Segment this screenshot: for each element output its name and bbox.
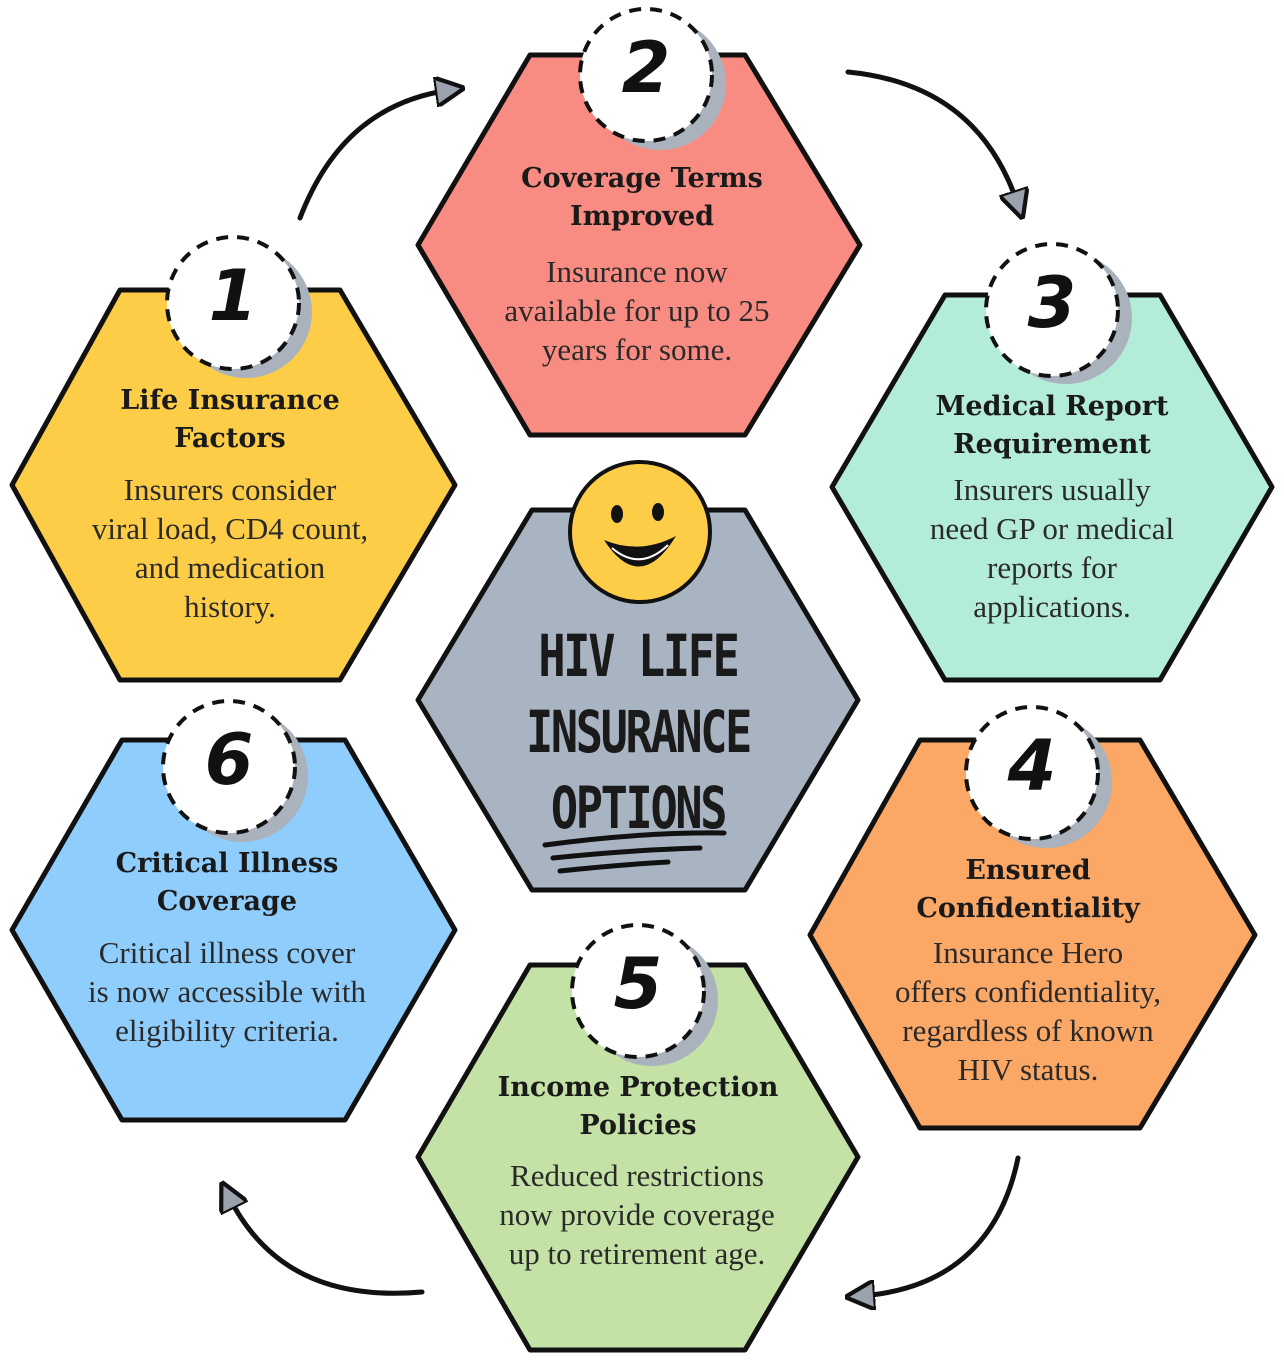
step-1-title-line-2: Factors <box>174 423 286 454</box>
step-6-title: Critical Illness Coverage <box>67 845 387 921</box>
step-2-desc-line-3: years for some. <box>541 332 733 367</box>
step-6-title-line-2: Coverage <box>156 886 298 917</box>
arrow-1-to-2 <box>297 90 450 221</box>
center-title: HIV LIFE INSURANCE OPTIONS <box>521 618 755 846</box>
step-4-desc-line-1: Insurance Hero <box>932 935 1124 970</box>
step-4-title: Ensured Confidentiality <box>868 852 1188 928</box>
number-badge-2 <box>578 7 726 150</box>
step-4-desc-line-2: offers confidentiality, <box>895 974 1161 1009</box>
step-3-description: Insurers usually need GP or medical repo… <box>872 470 1232 626</box>
step-2-description: Insurance now available for up to 25 yea… <box>457 252 817 369</box>
step-1-desc-line-1: Insurers consider <box>123 472 337 507</box>
center-title-line-1: HIV LIFE <box>538 622 740 690</box>
step-5-desc-line-1: Reduced restrictions <box>510 1158 764 1193</box>
step-4-desc-line-3: regardless of known <box>902 1013 1154 1048</box>
step-6-desc-line-3: eligibility criteria. <box>115 1013 339 1048</box>
step-3-desc-line-4: applications. <box>973 589 1131 624</box>
hexagon-step-6 <box>9 737 458 1123</box>
number-badge-6 <box>161 699 308 842</box>
step-5-desc-line-2: now provide coverage <box>499 1197 775 1232</box>
step-6-description: Critical illness cover is now accessible… <box>42 933 412 1050</box>
step-1-title: Life Insurance Factors <box>70 382 390 458</box>
step-number-4: 4 <box>1007 725 1057 807</box>
step-2-desc-line-2: available for up to 25 <box>504 293 770 328</box>
step-3-title-line-2: Requirement <box>953 429 1151 460</box>
step-6-title-line-1: Critical Illness <box>115 848 339 879</box>
step-1-desc-line-4: history. <box>184 589 276 624</box>
number-badge-3 <box>984 242 1132 384</box>
step-2-title-line-2: Improved <box>569 201 715 232</box>
step-number-5: 5 <box>613 943 663 1025</box>
step-3-desc-line-2: need GP or medical <box>929 511 1175 546</box>
step-2-desc-line-1: Insurance now <box>546 254 728 289</box>
number-badge-4 <box>964 705 1112 848</box>
step-number-3: 3 <box>1027 262 1077 344</box>
step-number-2: 2 <box>621 27 671 109</box>
arrow-4-to-5 <box>860 1155 1021 1296</box>
step-2-title: Coverage Terms Improved <box>482 160 802 236</box>
step-1-description: Insurers consider viral load, CD4 count,… <box>50 470 410 626</box>
step-6-desc-line-2: is now accessible with <box>87 974 367 1009</box>
step-2-title-line-1: Coverage Terms <box>521 163 763 194</box>
step-4-desc-line-4: HIV status. <box>957 1052 1099 1087</box>
step-number-1: 1 <box>208 255 258 337</box>
title-underline <box>542 830 727 874</box>
step-5-desc-line-3: up to retirement age. <box>508 1236 766 1271</box>
hexagon-step-4 <box>807 737 1258 1131</box>
cycle-arrows <box>228 69 1021 1296</box>
step-6-desc-line-1: Critical illness cover <box>98 935 356 970</box>
hexagon-step-5 <box>415 962 861 1353</box>
step-3-desc-line-3: reports for <box>987 550 1117 585</box>
number-badge-1 <box>165 235 312 378</box>
step-5-title-line-1: Income Protection <box>497 1072 779 1103</box>
number-badge-5 <box>570 923 718 1066</box>
arrow-5-to-6 <box>228 1195 425 1296</box>
step-4-title-line-1: Ensured <box>965 855 1091 886</box>
step-3-desc-line-1: Insurers usually <box>953 472 1151 507</box>
smiley-face-icon <box>568 460 712 604</box>
step-5-title-line-2: Policies <box>579 1110 697 1141</box>
step-1-desc-line-2: viral load, CD4 count, <box>91 511 369 546</box>
step-number-6: 6 <box>204 719 254 801</box>
hexagon-step-3 <box>829 292 1275 683</box>
arrow-2-to-3 <box>845 69 1018 205</box>
step-1-title-line-1: Life Insurance <box>120 385 340 416</box>
step-4-title-line-2: Confidentiality <box>916 893 1140 924</box>
step-4-description: Insurance Hero offers confidentiality, r… <box>843 933 1213 1089</box>
step-5-title: Income Protection Policies <box>468 1069 808 1145</box>
hexagon-step-2 <box>415 52 863 438</box>
step-5-description: Reduced restrictions now provide coverag… <box>452 1156 822 1273</box>
step-3-title: Medical Report Requirement <box>892 388 1212 464</box>
step-3-title-line-1: Medical Report <box>935 391 1169 422</box>
center-title-line-2: INSURANCE <box>525 698 752 766</box>
hexagon-step-1 <box>9 287 458 683</box>
center-title-line-3: OPTIONS <box>550 774 728 842</box>
step-1-desc-line-3: and medication <box>134 550 326 585</box>
hexagon-center <box>415 507 861 893</box>
